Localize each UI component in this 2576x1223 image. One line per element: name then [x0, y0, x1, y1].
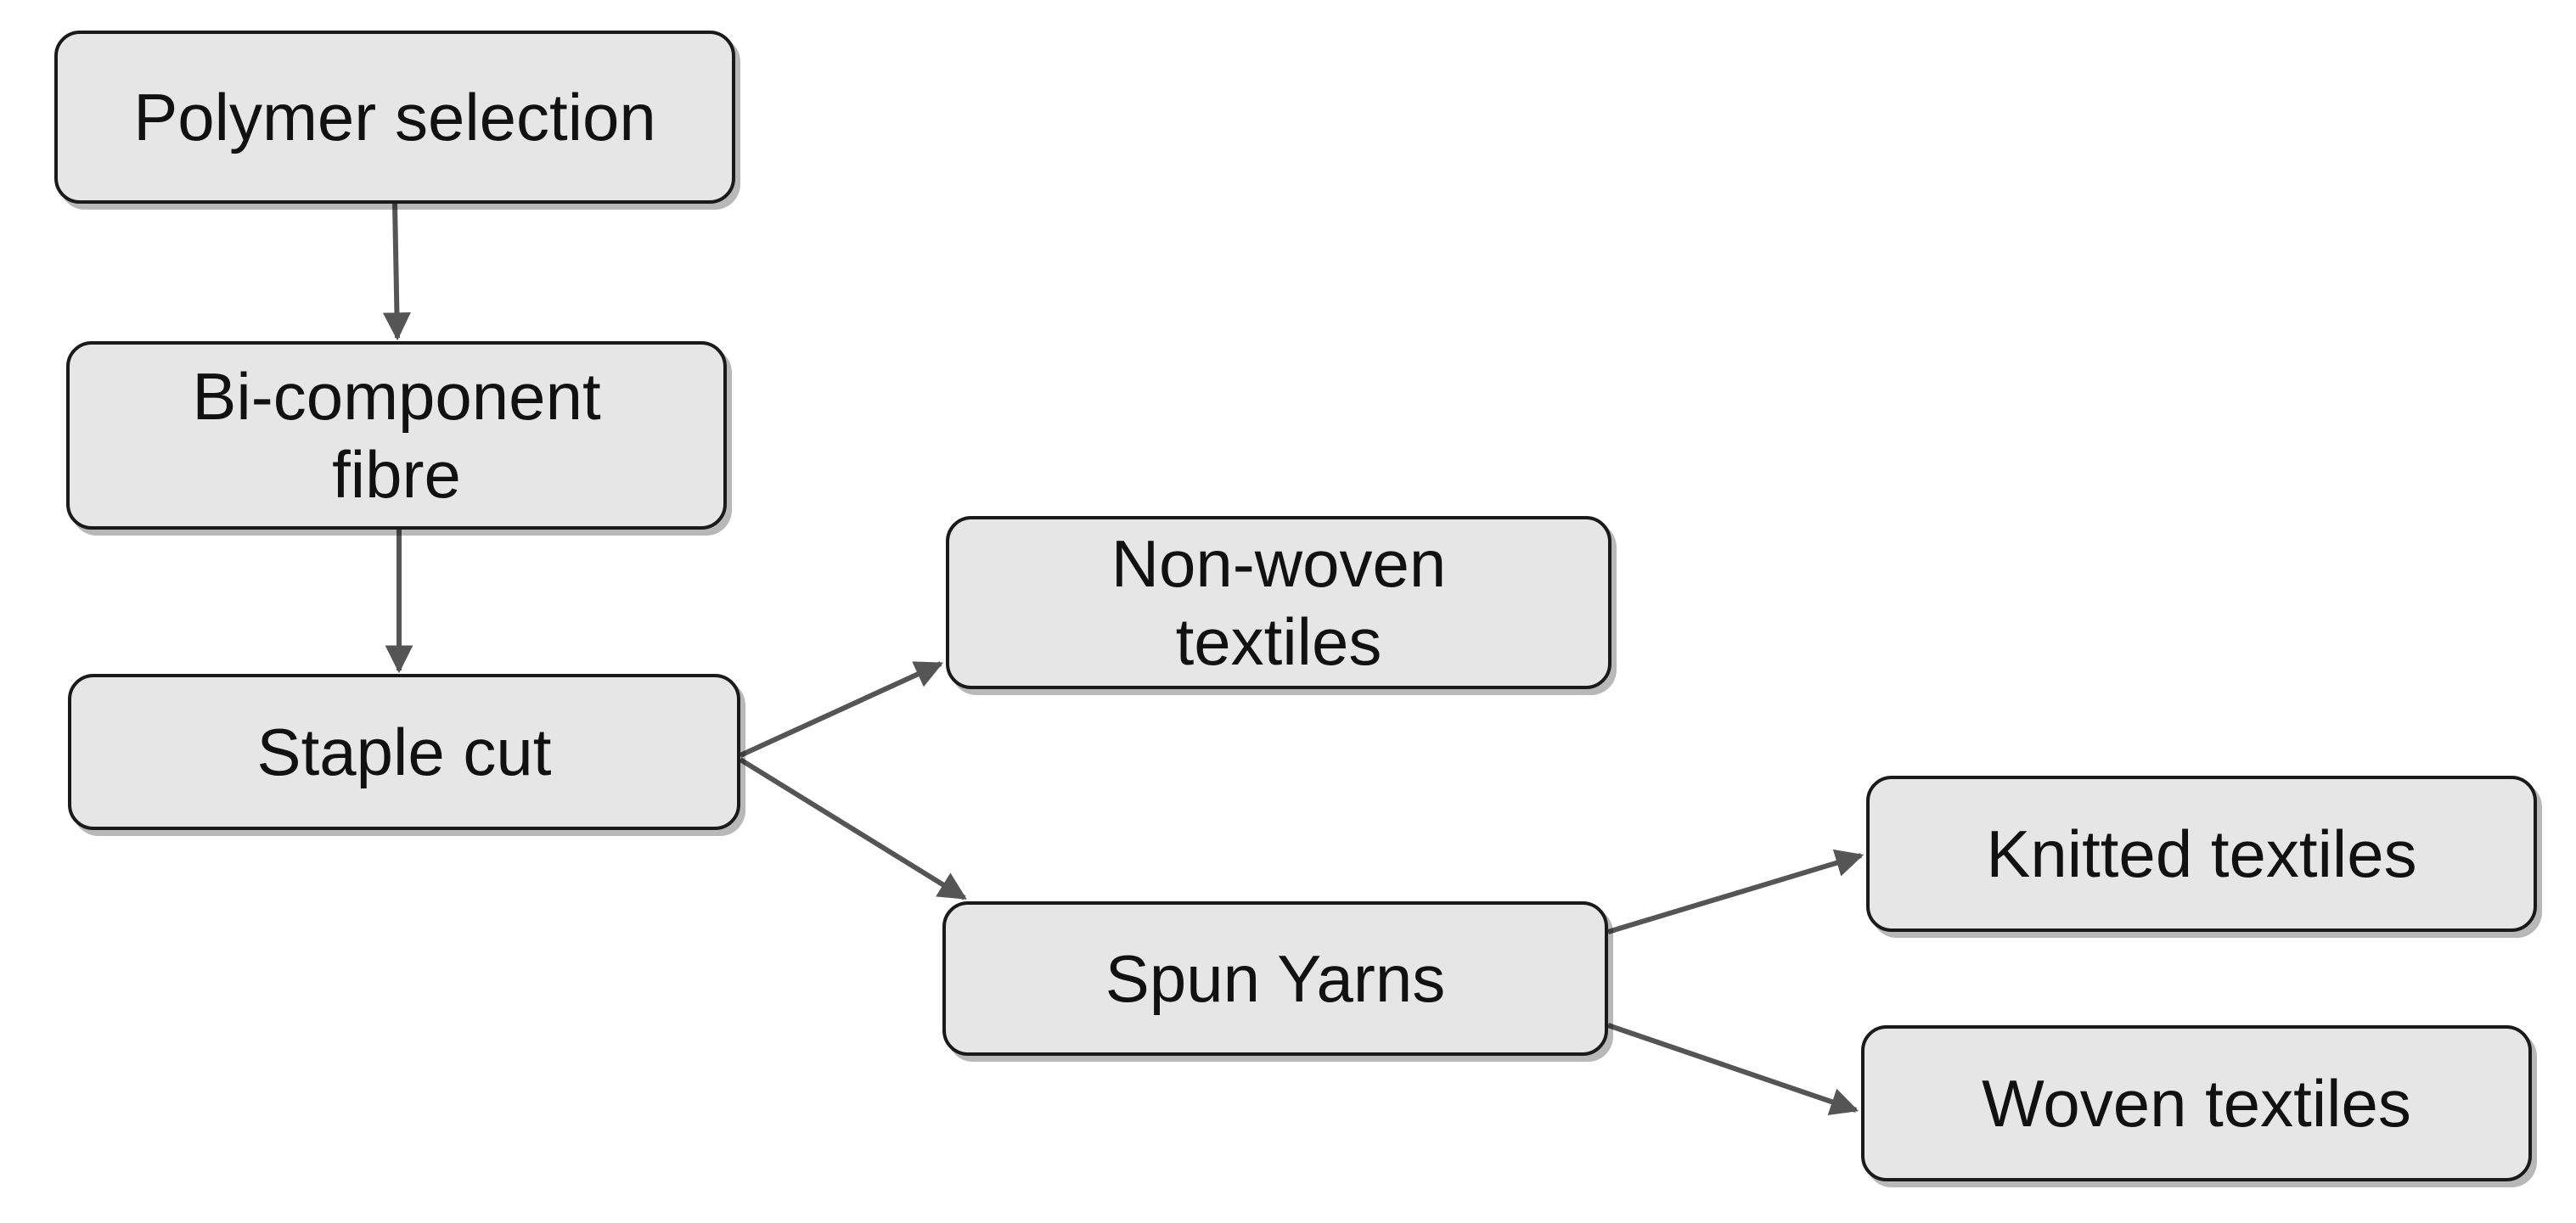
- node-woven-textiles: Woven textiles: [1861, 1025, 2532, 1181]
- node-label: Spun Yarns: [1105, 941, 1446, 1016]
- node-label: Knitted textiles: [1986, 816, 2417, 891]
- node-polymer-selection: Polymer selection: [54, 31, 735, 204]
- node-label: Non-woven textiles: [1111, 526, 1447, 679]
- node-label: Bi-component fibre: [192, 359, 601, 512]
- node-knitted-textiles: Knitted textiles: [1866, 776, 2537, 932]
- edge-staple-to-spun: [739, 757, 967, 900]
- node-staple-cut: Staple cut: [68, 674, 740, 830]
- node-label: Polymer selection: [133, 80, 656, 154]
- edge-spun-to-woven: [1607, 1023, 1859, 1115]
- node-label: Staple cut: [256, 715, 552, 789]
- node-non-woven-textiles: Non-woven textiles: [946, 516, 1611, 689]
- edge-polymer-to-bicomp: [382, 203, 411, 341]
- edge-spun-to-knitted: [1607, 849, 1865, 934]
- node-label: Woven textiles: [1982, 1066, 2411, 1141]
- node-spun-yarns: Spun Yarns: [942, 901, 1608, 1056]
- node-bi-component-fibre: Bi-component fibre: [66, 341, 727, 530]
- edge-staple-to-nonwoven: [739, 661, 944, 758]
